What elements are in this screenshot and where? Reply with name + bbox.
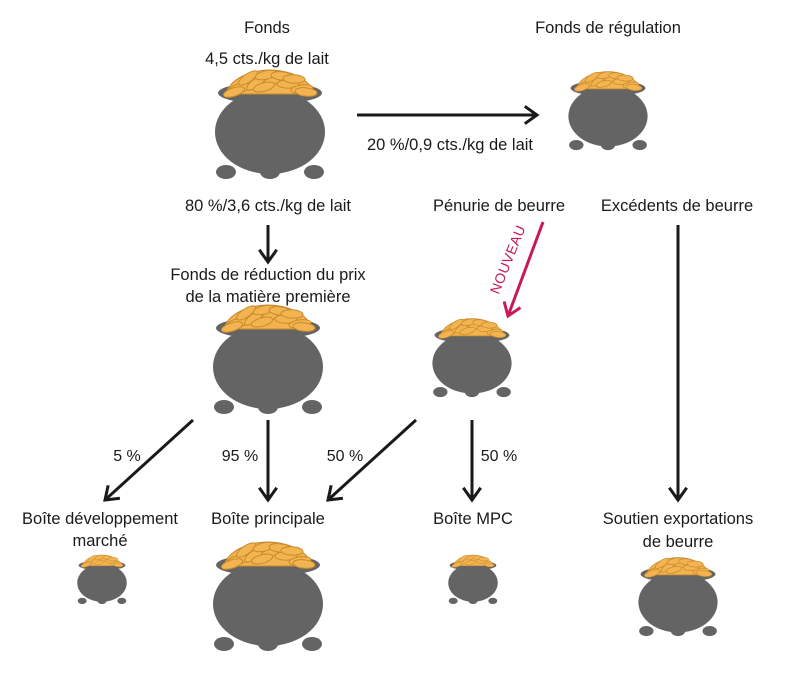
pot-dev-marche-icon [77, 554, 127, 605]
label-pct-5: 5 % [113, 448, 141, 465]
arrow-penurie-to-mpc-head [462, 486, 482, 503]
label-excedents: Excédents de beurre [600, 197, 754, 215]
pot-mpc-icon [448, 554, 498, 605]
pot-fonds-icon [215, 69, 325, 179]
arrow-fonds-to-regulation [357, 105, 540, 125]
pot-exportations-icon [638, 557, 718, 637]
arrow-fonds-to-regulation-head [523, 105, 540, 125]
arrow-fonds-to-reduction [258, 225, 278, 265]
arrow-penurie-to-main-head [326, 485, 344, 502]
label-fonds: Fonds [244, 19, 290, 37]
arrow-new-penurie-fund-head [502, 301, 522, 319]
pot-principale-icon [213, 541, 323, 651]
label-box-dev-1: Boîte développement [22, 510, 178, 528]
label-pct-95: 95 % [221, 448, 259, 465]
arrow-fonds-to-reduction-head [258, 248, 278, 265]
arrow-penurie-to-main [326, 418, 418, 502]
pot-regulation-icon [568, 71, 648, 151]
arrow-excedents-to-export-head [668, 486, 688, 503]
label-reduction-share: 80 %/3,6 cts./kg de lait [184, 197, 351, 215]
label-reduction-fund-1: Fonds de réduction du prix [170, 266, 366, 284]
arrow-excedents-to-export [668, 225, 688, 503]
label-box-mpc: Boîte MPC [433, 510, 513, 528]
label-pct-50-left: 50 % [326, 448, 364, 465]
arrow-reduction-to-main-head [258, 486, 278, 503]
label-pct-50-right: 50 % [480, 448, 518, 465]
arrow-reduction-to-dev-head [103, 485, 121, 502]
label-export-2: de beurre [642, 533, 714, 551]
label-penurie: Pénurie de beurre [432, 197, 566, 215]
label-fonds-amount: 4,5 cts./kg de lait [205, 50, 329, 68]
arrow-reduction-to-dev [103, 418, 195, 502]
arrow-reduction-to-main [258, 420, 278, 503]
arrow-new-penurie-fund [502, 221, 545, 319]
label-regulation-share: 20 %/0,9 cts./kg de lait [366, 136, 533, 154]
arrow-penurie-to-mpc [462, 420, 482, 503]
pot-penurie-icon [432, 318, 512, 398]
label-box-dev-2: marché [72, 532, 128, 550]
pot-reduction-icon [213, 304, 323, 414]
label-fonds-regulation: Fonds de régulation [535, 19, 681, 37]
label-export-1: Soutien exportations [602, 510, 754, 528]
label-reduction-fund-2: de la matière première [185, 288, 351, 306]
label-box-main: Boîte principale [211, 510, 325, 528]
